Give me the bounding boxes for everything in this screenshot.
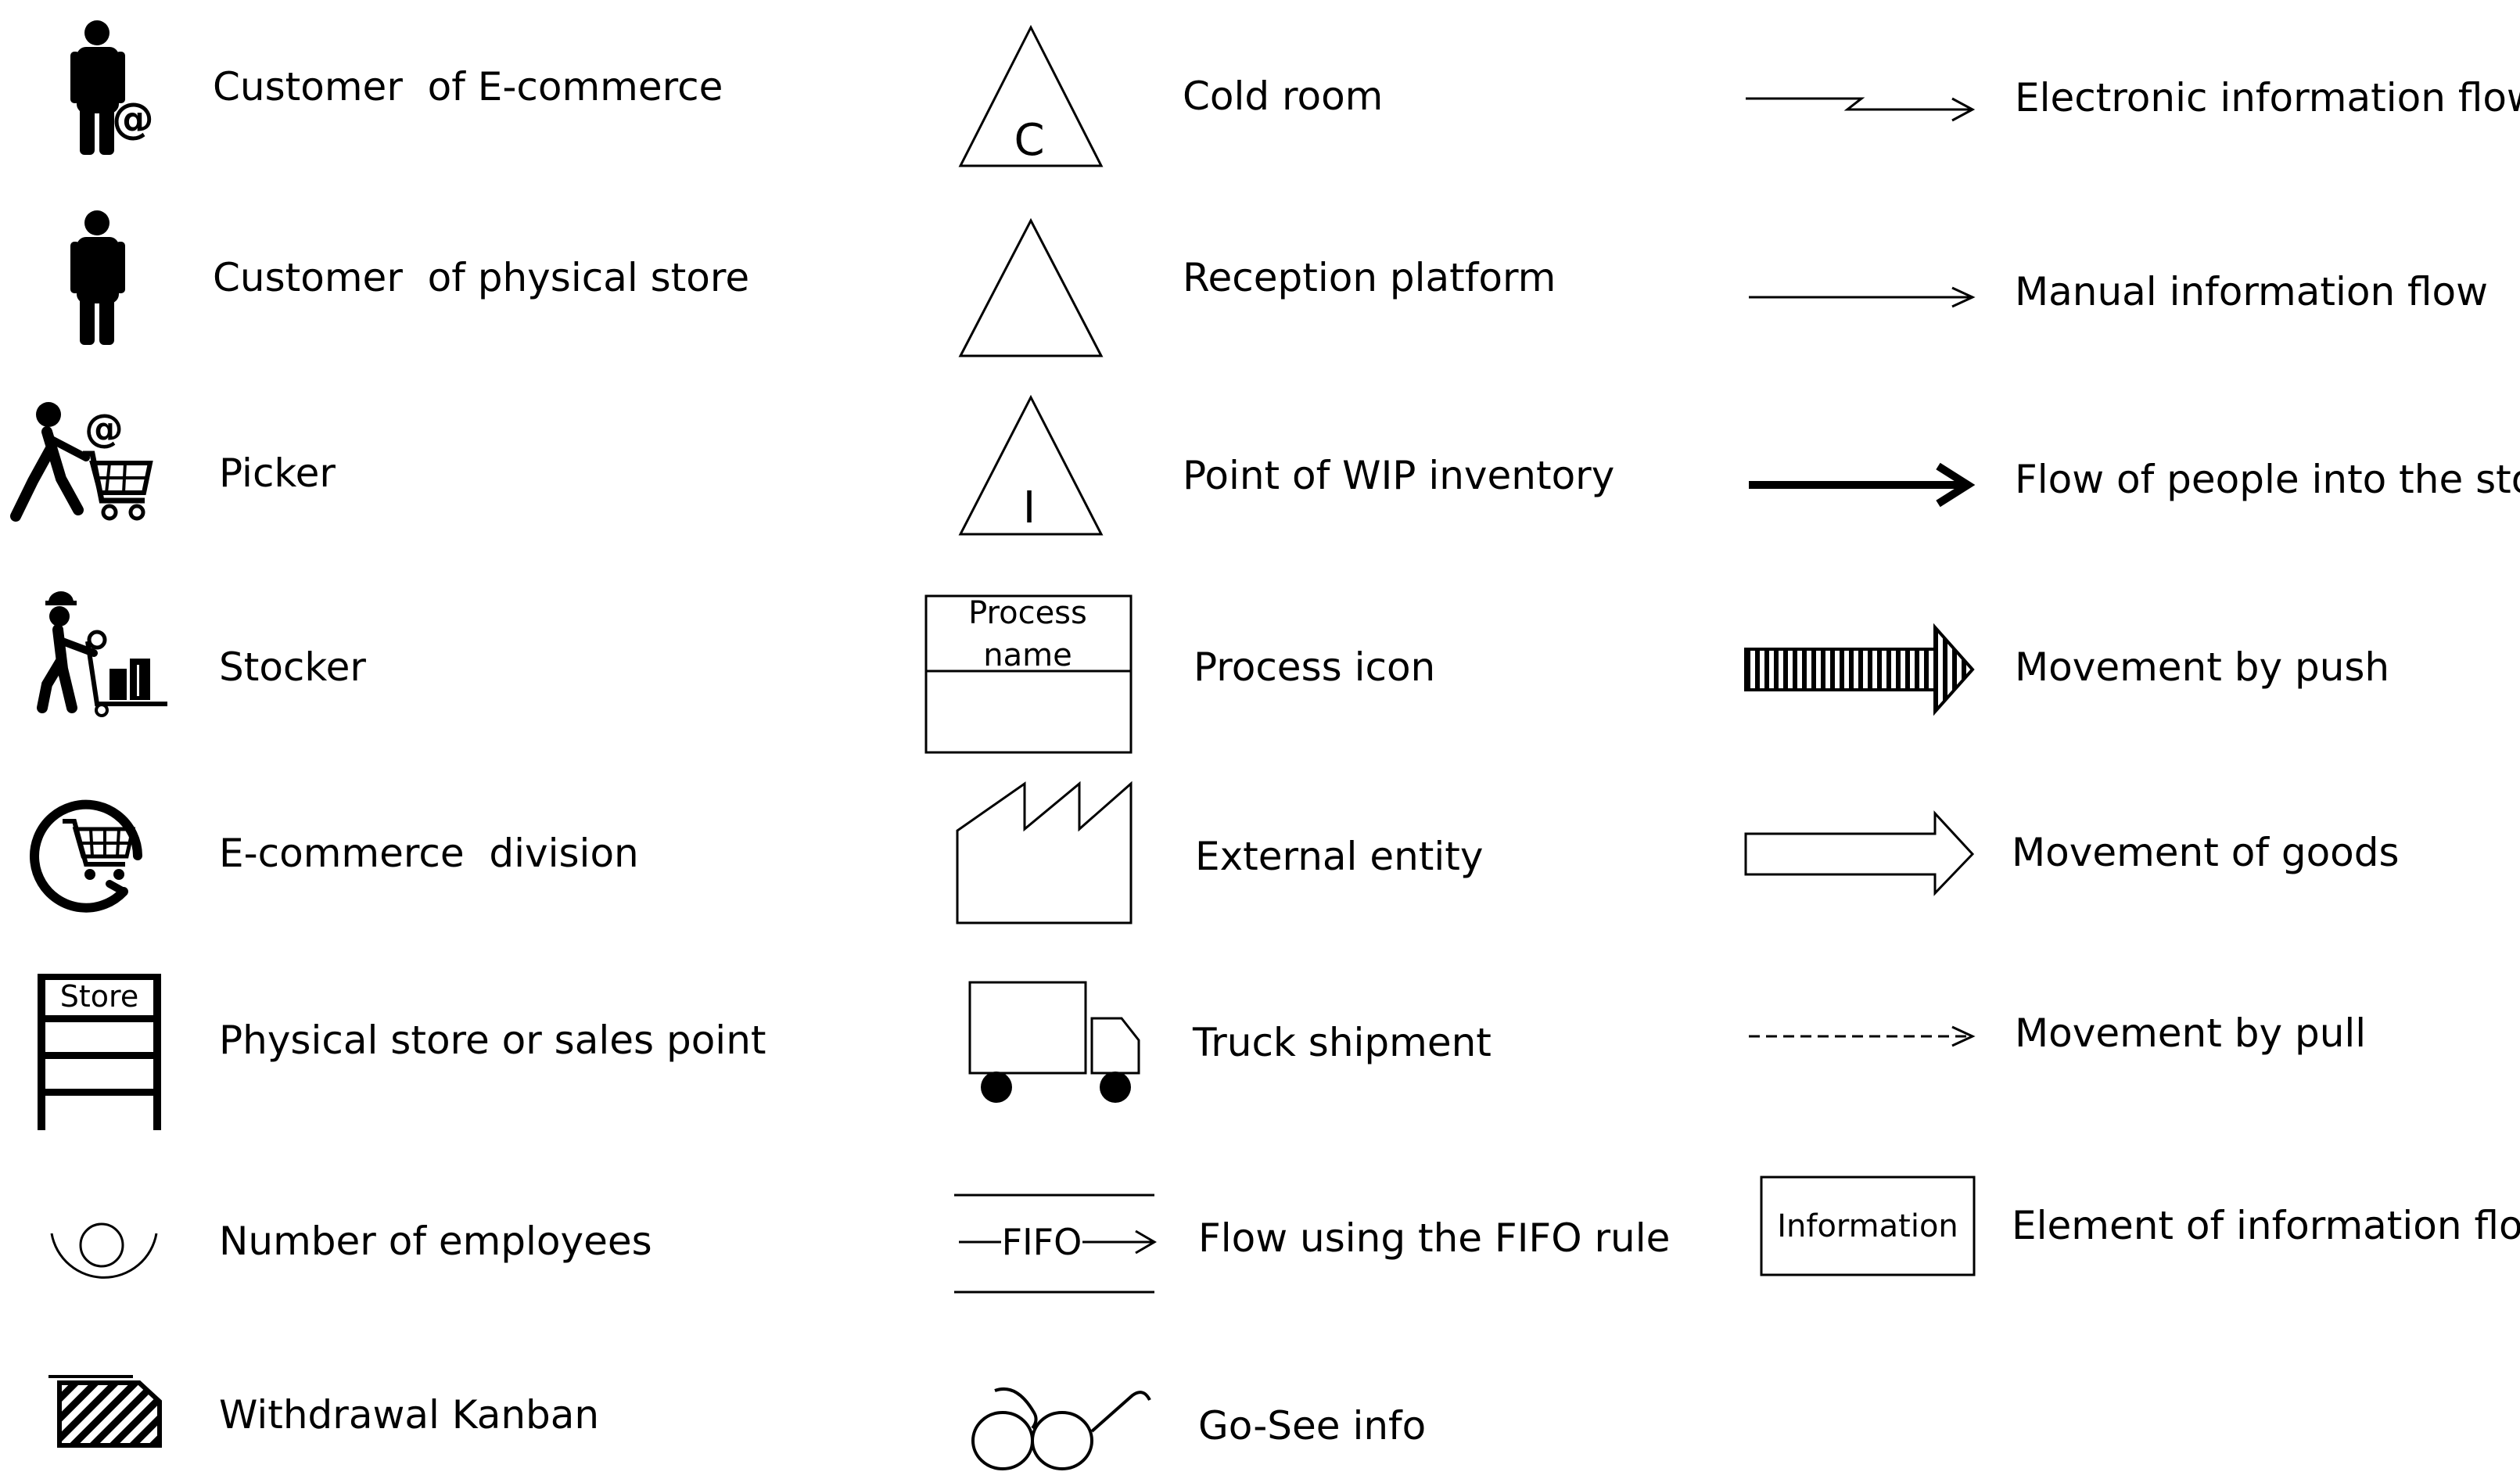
legend-label: Stocker [219,644,366,690]
truck-icon [968,981,1140,1103]
bold-arrow-icon [1749,462,1976,508]
legend-item-stocker: Stocker [37,591,366,717]
lightning-arrow-icon [1746,97,1976,122]
at-sign: @ [112,94,154,143]
eyeglasses-icon [971,1387,1151,1470]
picker-with-cart-icon: @ [10,402,153,522]
stocker-with-trolley-icon [37,591,167,717]
legend-item-fifo: FIFO Flow using the FIFO rule [954,1194,1670,1294]
legend-label: Picker [219,451,336,496]
triangle-icon: I [958,394,1104,536]
legend-item-electronic-flow: Electronic information flow [1746,75,2520,122]
legend-item-process: Process name Process icon [924,594,1435,754]
process-name-line-1: Process [968,595,1087,631]
legend-item-ecommerce-division: E-commerce division [30,799,639,913]
legend-label: Movement by pull [2015,1011,2366,1056]
legend-item-manual-flow: Manual information flow [1749,269,2488,314]
legend-item-people-flow: Flow of people into the store [1749,457,2520,508]
legend-label: Withdrawal Kanban [219,1392,599,1438]
process-box-icon: Process name [924,594,1133,754]
cold-room-letter: C [1014,115,1044,166]
kanban-card-icon [48,1375,162,1448]
legend-label: External entity [1195,834,1483,879]
legend-item-withdrawal-kanban: Withdrawal Kanban [48,1375,599,1448]
legend-label: Flow of people into the store [2015,457,2520,502]
legend-label: Number of employees [219,1219,652,1264]
legend-label: Movement by push [2015,644,2389,690]
legend-label: Element of information flow [2012,1203,2520,1248]
process-name-line-2: name [983,637,1072,673]
legend-item-ecommerce-customer: @ Customer of E-commerce [70,20,723,155]
store-shelf-icon: Store [38,974,161,1130]
legend-item-wip-inventory: I Point of WIP inventory [958,394,1614,536]
legend-label: Process icon [1194,644,1435,690]
legend-label: Electronic information flow [2015,75,2520,120]
legend-item-physical-store: Store Physical store or sales point [38,974,766,1130]
operator-icon [50,1222,158,1279]
legend-label: Customer of E-commerce [213,64,723,109]
legend-item-employees: Number of employees [50,1219,652,1279]
legend-item-cold-room: C Cold room [958,24,1383,167]
legend-item-pull: Movement by pull [1749,1011,2366,1056]
triangle-icon: C [958,24,1104,167]
legend-label: Go-See info [1198,1403,1426,1448]
legend-item-goods: Movement of goods [1744,810,2400,896]
thin-arrow-icon [1749,286,1976,308]
legend-item-picker: @ Picker [10,402,336,522]
legend-label: Manual information flow [2015,269,2488,314]
legend-item-push: Movement by push [1744,623,2389,716]
legend-label: Cold room [1183,74,1383,119]
store-sign-text: Store [60,979,138,1014]
dashed-arrow-icon [1749,1025,1976,1047]
information-box-icon: Information [1760,1176,1976,1276]
legend-item-physical-customer: Customer of physical store [70,210,749,345]
legend-label: Point of WIP inventory [1183,453,1614,498]
ecommerce-cart-icon [30,799,142,913]
striped-push-arrow-icon [1744,623,1975,716]
legend-item-go-see: Go-See info [971,1387,1426,1470]
triangle-icon [958,217,1104,357]
legend-item-information-element: Information Element of information flow [1760,1176,2520,1276]
legend-label: Flow using the FIFO rule [1198,1215,1670,1261]
legend-label: Movement of goods [2012,830,2400,875]
ecommerce-customer-icon: @ [70,20,154,155]
factory-icon [956,781,1133,924]
person-icon [70,210,125,345]
legend-label: Customer of physical store [213,255,749,300]
fifo-lane-icon: FIFO [954,1194,1157,1294]
legend-item-external-entity: External entity [956,781,1483,924]
legend-label: Physical store or sales point [219,1018,766,1063]
fifo-text: FIFO [1002,1221,1082,1263]
legend-label: E-commerce division [219,831,639,876]
information-box-text: Information [1777,1208,1958,1244]
legend-label: Truck shipment [1192,1020,1492,1065]
wip-letter: I [1023,483,1036,533]
legend-item-truck-shipment: Truck shipment [968,981,1492,1103]
hollow-arrow-icon [1744,810,1975,896]
legend-item-reception-platform: Reception platform [958,217,1556,357]
legend-label: Reception platform [1183,255,1556,300]
at-sign: @ [84,406,124,451]
